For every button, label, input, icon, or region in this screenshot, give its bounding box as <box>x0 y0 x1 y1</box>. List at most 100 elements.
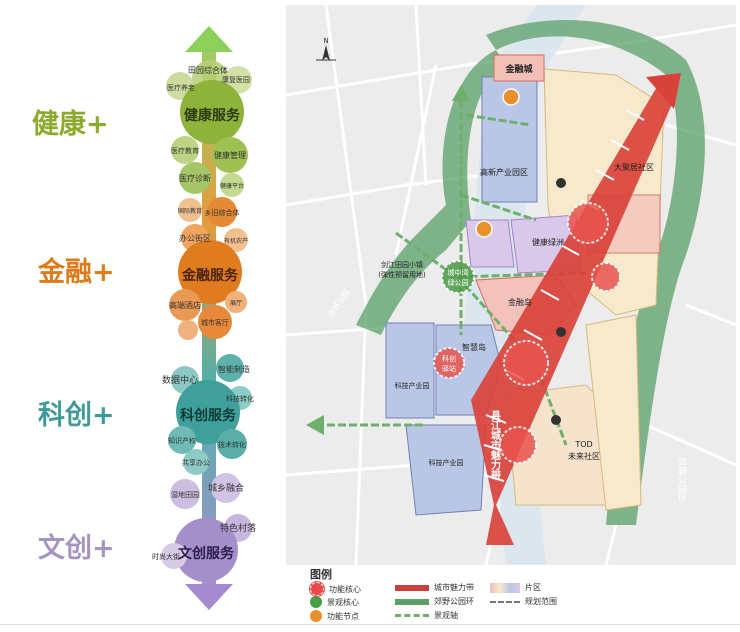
category-finance: 金融+ <box>38 257 115 288</box>
label-weilai: 未来社区 <box>568 451 600 461</box>
label-dazhong: 大聚居社区 <box>614 162 654 172</box>
label-hub-2: 绿公园 <box>448 278 469 287</box>
legend-land-label: 景观核心 <box>327 597 359 607</box>
legend-item-range: 规划范围 <box>490 596 557 607</box>
health-main-label: 健康服务 <box>184 107 241 124</box>
label-hub-1: 城中湾 <box>448 268 469 277</box>
category-health: 健康+ <box>32 109 109 140</box>
legend-item-land: 景观核心 <box>310 596 359 608</box>
tech-item-4: 知识产权 <box>168 436 196 445</box>
finance-item-3: 办公街区 <box>179 233 211 243</box>
legend-item-axis: 景观轴 <box>395 610 458 621</box>
metro-icon-1 <box>556 178 566 188</box>
label-jiaoye: 郊野公园环 <box>676 456 687 503</box>
zone-east-strip <box>585 314 642 511</box>
label-jiankanglvzhou: 健康绿洲 <box>532 237 564 247</box>
function-node-north <box>502 88 520 106</box>
category-tech: 科创+ <box>38 400 115 431</box>
metro-icon-3 <box>551 415 561 425</box>
tech-item-1: 数据中心 <box>162 374 198 386</box>
health-item-5: 健康管理 <box>214 150 246 160</box>
health-item-1: 田园综合体 <box>188 65 228 75</box>
park-ring-east <box>486 20 705 526</box>
culture-item-4: 时尚大街 <box>152 552 180 561</box>
legend-axis-swatch <box>395 614 429 617</box>
legend-band-swatch <box>395 584 429 591</box>
legend-zone-label: 片区 <box>525 583 541 592</box>
legend-core-label: 功能核心 <box>329 584 361 594</box>
zone-keji-south <box>405 424 487 516</box>
park-ring-west <box>356 50 506 335</box>
label-jinrongcheng: 金融城 <box>504 63 532 75</box>
legend-ring-label: 郊野公园环 <box>434 597 474 606</box>
legend-axis-label: 景观轴 <box>434 611 458 620</box>
function-node-west <box>475 220 493 238</box>
legend-item-ring: 郊野公园环 <box>395 596 474 607</box>
legend-item-zone: 片区 <box>490 582 541 593</box>
spine-diagram: 健康服务 田园综合体 康复医园 医疗养老 医疗教育 健康管理 医疗诊断 健康平台… <box>0 0 290 628</box>
tech-cluster <box>168 354 252 475</box>
legend-node-label: 功能节点 <box>327 611 359 621</box>
north-arrow-icon <box>316 45 336 61</box>
health-item-6: 医疗诊断 <box>179 173 211 183</box>
finance-main-label: 金融服务 <box>181 267 239 284</box>
culture-item-1: 湿地田园 <box>171 490 199 499</box>
spine-arrow-top <box>185 26 233 52</box>
health-item-4: 医疗教育 <box>171 146 199 155</box>
health-cluster <box>166 60 252 197</box>
legend-land-swatch <box>310 596 322 608</box>
culture-main-label: 文创服务 <box>178 545 235 562</box>
category-culture: 文创+ <box>38 533 115 564</box>
spine-arrow-bottom <box>185 584 233 610</box>
tech-item-3: 科技转化 <box>226 394 254 403</box>
label-meili: 县江城市魅力带 <box>489 410 501 481</box>
legend-item-core: 功能核心 <box>310 582 361 596</box>
legend-range-swatch <box>490 600 520 603</box>
metro-icon-2 <box>556 327 566 337</box>
culture-cluster <box>161 473 252 582</box>
finance-item-2: 乡旧综合体 <box>205 208 240 217</box>
label-kechuang: 科创 <box>442 354 456 363</box>
health-item-7: 健康平台 <box>220 182 244 190</box>
legend-range-label: 规划范围 <box>525 597 557 606</box>
health-item-2: 康复医园 <box>222 75 250 84</box>
map-svg: N 金融城 高新产业园区 大聚居社区 健康绿洲 金融岛 智慧岛 科技产业园 科技… <box>285 4 737 566</box>
spine-svg: 健康服务 田园综合体 康复医园 医疗养老 医疗教育 健康管理 医疗诊断 健康平台… <box>152 26 256 610</box>
tech-item-2: 智能制造 <box>218 364 250 374</box>
tech-item-5: 技术转化 <box>218 440 246 449</box>
legend-band-label: 城市魅力带 <box>434 583 474 592</box>
legend-item-band: 城市魅力带 <box>395 582 474 593</box>
landscape-core <box>441 260 475 294</box>
label-jinrongdao: 金融岛 <box>508 297 532 307</box>
label-keji-south: 科技产业园 <box>429 458 464 467</box>
finance-cluster <box>169 197 248 340</box>
finance-item-4: 有机农产 <box>224 237 248 245</box>
axis-arrow-north <box>452 85 470 101</box>
legend-zone-swatch <box>490 582 520 593</box>
culture-item-3: 特色村落 <box>220 522 256 534</box>
tech-main-label: 科创服务 <box>180 407 237 424</box>
label-gaoxin: 高新产业园区 <box>480 167 528 177</box>
finance-item-5: 高端酒店 <box>169 300 201 310</box>
north-label: N <box>323 37 328 45</box>
culture-item-2: 城乡融合 <box>208 482 244 494</box>
health-item-3: 医疗养老 <box>167 83 195 92</box>
tech-item-6: 共享办公 <box>182 458 210 467</box>
legend-item-node: 功能节点 <box>310 610 359 622</box>
label-zhihuidao: 智慧岛 <box>462 342 486 352</box>
legend-ring-swatch <box>395 598 429 605</box>
finance-item-1: 国际教育 <box>178 207 202 215</box>
legend-core-swatch <box>310 582 324 596</box>
legend-title: 图例 <box>310 568 332 581</box>
zone-keji-west <box>385 322 435 419</box>
function-cores <box>433 202 621 464</box>
legend: 图例 功能核心 景观核心 功能节点 城市魅力带 郊野公园环 景观轴 片区 规划范… <box>300 566 740 626</box>
finance-item-6: 展厅 <box>230 300 242 307</box>
label-tod: TOD <box>574 440 592 449</box>
label-kechuang-2: 驿站 <box>442 364 456 373</box>
label-keji-west: 科技产业园 <box>395 381 430 390</box>
axis-arrow-west <box>306 415 324 435</box>
planning-map: N 金融城 高新产业园区 大聚居社区 健康绿洲 金融岛 智慧岛 科技产业园 科技… <box>285 4 737 566</box>
finance-item-7: 城市客厅 <box>201 318 229 327</box>
zone-jinrongcheng <box>493 54 545 82</box>
